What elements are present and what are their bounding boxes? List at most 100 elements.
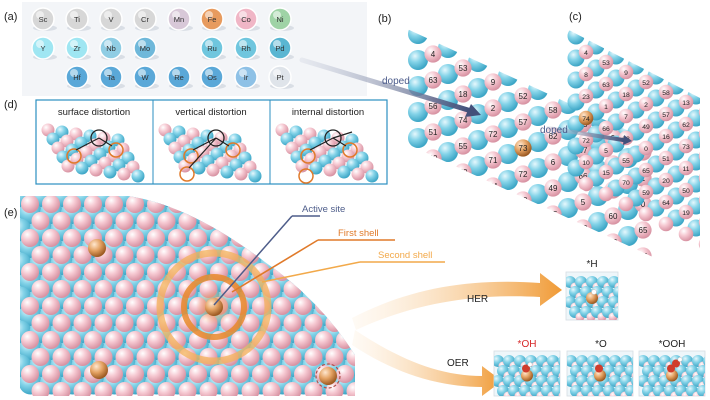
- site-number: 56: [429, 102, 438, 111]
- lattice-pink-atom: [336, 297, 354, 315]
- slab-blue-atom: [408, 102, 428, 122]
- thumbnail-atoms: [494, 355, 560, 396]
- distortion-ring: [298, 168, 314, 184]
- lattice-pink-atom: [178, 212, 197, 230]
- reaction-arrows: HER OER: [352, 273, 562, 396]
- lattice-pink-atom: [94, 212, 113, 230]
- lattice-pink-atom: [31, 314, 50, 332]
- distortion-ring: [179, 166, 195, 182]
- lattice-pink-atom: [262, 212, 281, 230]
- slab-pink-atom: [598, 120, 614, 136]
- lattice-pink-atom: [31, 382, 50, 396]
- element-highlight: [205, 69, 213, 77]
- first-shell-pointer: [231, 239, 319, 293]
- thumb-blue-atom: [558, 356, 560, 366]
- intermediate-thumbnails: *H *OH *O *OOH: [493, 259, 706, 397]
- thumb-pink-atom: [626, 283, 635, 292]
- distortion-atom: [365, 169, 379, 183]
- lattice-pink-atom: [231, 196, 249, 213]
- lattice-pink-atom: [357, 263, 375, 281]
- slab-pink-atom: [698, 214, 700, 230]
- thumb-pink-atom: [631, 392, 633, 396]
- site-number: 69: [459, 194, 468, 203]
- distortion-ring: [183, 148, 199, 164]
- distortion-arrow: [188, 137, 217, 169]
- lattice-pink-atom: [273, 297, 291, 315]
- slab-pink-atom: [638, 74, 654, 90]
- site-number: 72: [489, 130, 498, 139]
- first-shell-label: First shell: [338, 228, 379, 239]
- second-shell-ring: [156, 249, 272, 365]
- lattice-blue-atom: [355, 270, 378, 293]
- lattice-pink-atom: [63, 229, 81, 247]
- site-number: 18: [622, 92, 630, 99]
- site-number: 52: [519, 92, 528, 101]
- lattice-pink-atom: [126, 331, 144, 349]
- lattice-blue-atom: [323, 252, 347, 276]
- slab-pink-atom: [454, 85, 472, 103]
- site-number: 50: [682, 188, 690, 195]
- lattice-blue-atom: [281, 218, 305, 242]
- lattice-pink-atom: [105, 229, 123, 247]
- slab-pink-atom: [484, 203, 502, 221]
- lattice-pink-atom: [147, 365, 165, 383]
- lattice-pink-atom: [189, 196, 207, 213]
- lattice-pink-atom: [84, 331, 102, 349]
- lattice-blue-atom: [197, 196, 221, 208]
- site-number: 20: [662, 178, 670, 185]
- distortion-atom: [351, 167, 365, 181]
- lattice-pink-atom: [304, 246, 323, 264]
- distortion-ring: [207, 129, 225, 147]
- slab-pink-atom: [578, 176, 594, 192]
- site-number: 60: [609, 212, 618, 221]
- slab-pink-atom: [544, 179, 562, 197]
- lattice-pink-atom: [63, 331, 81, 349]
- thumb-pink-atom: [558, 392, 560, 396]
- active-site-atom: [205, 298, 223, 316]
- slab-pink-atom: [618, 174, 634, 190]
- site-number: 0: [641, 200, 646, 209]
- site-number: 15: [602, 170, 610, 177]
- distortion-label: internal distortion: [292, 107, 364, 118]
- lattice-pink-atom: [126, 196, 144, 213]
- slab-pink-atom: [634, 221, 652, 239]
- element-highlight: [104, 40, 112, 48]
- element-symbol: Nb: [106, 44, 116, 53]
- distortion-ring: [342, 142, 358, 158]
- lattice-pink-atom: [147, 331, 165, 349]
- lattice-pink-atom: [241, 382, 260, 396]
- lattice-pink-atom: [294, 365, 312, 383]
- distortion-label: surface distortion: [58, 107, 130, 118]
- site-number: 59: [642, 190, 650, 197]
- distortion-atom: [309, 161, 323, 175]
- lattice-pink-atom: [241, 280, 260, 298]
- site-number: 0: [644, 146, 648, 153]
- site-number: 66: [579, 172, 588, 181]
- intermediate-label-o: *O: [595, 339, 607, 350]
- site-number: 19: [682, 210, 690, 217]
- slab-c: (c) 453952581338631825762672317491673674…: [567, 11, 700, 252]
- adsorbate-h: [677, 357, 683, 362]
- thumb-pink-atom: [642, 313, 651, 322]
- element-symbol: Zr: [73, 44, 81, 53]
- lattice-blue-atom: [355, 372, 378, 395]
- site-number: 9: [624, 70, 628, 77]
- lattice-pink-atom: [346, 280, 355, 298]
- slab-pink-atom: [454, 189, 472, 207]
- site-number: 2: [644, 102, 648, 109]
- lattice-pink-atom: [315, 297, 333, 315]
- slab-pink-atom: [678, 94, 694, 110]
- slab-blue-atom: [498, 118, 518, 138]
- slab-pink-atom: [484, 125, 502, 143]
- slab-blue-atom: [528, 158, 548, 178]
- distortion-atom: [323, 163, 337, 177]
- site-number: 73: [519, 144, 528, 153]
- slab-pink-atom: [678, 182, 694, 198]
- slab-pink-atom: [658, 128, 674, 144]
- lattice-pink-atom: [21, 263, 39, 281]
- lattice-pink-atom: [336, 331, 354, 349]
- lattice-pink-atom: [294, 331, 312, 349]
- slab-pink-atom: [658, 194, 674, 210]
- distortion-ring: [66, 148, 82, 164]
